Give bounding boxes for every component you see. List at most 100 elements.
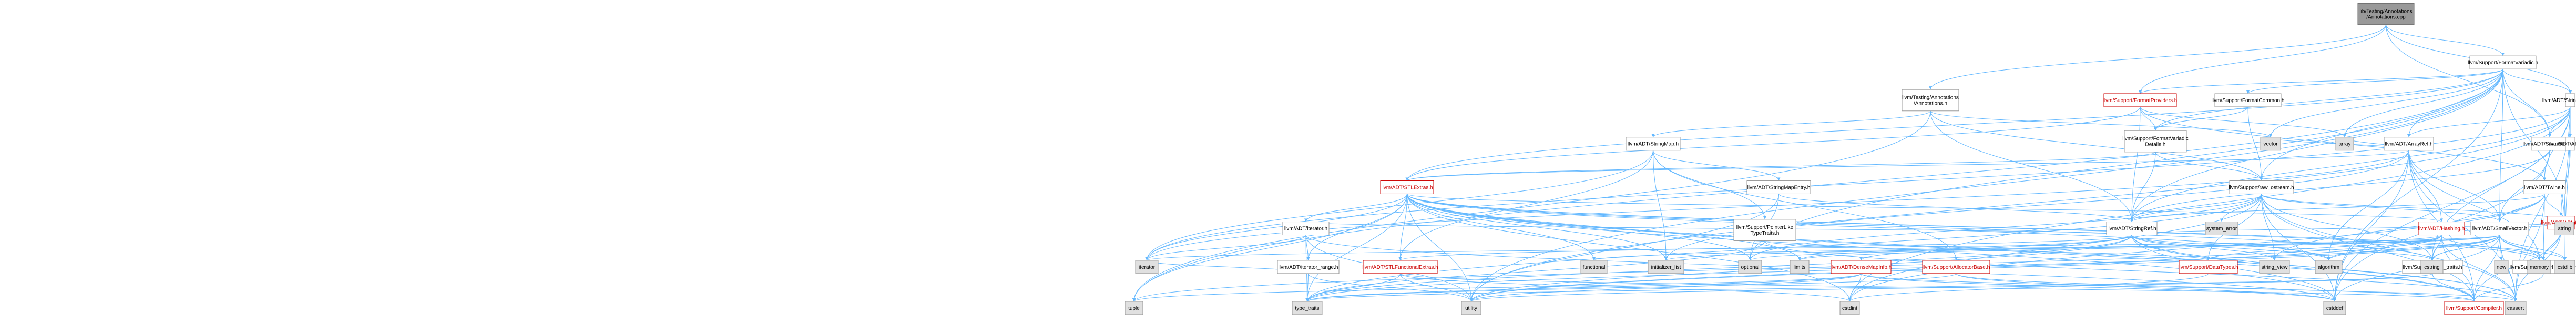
node-datatypes[interactable]: llvm/Support/DataTypes.h bbox=[2178, 260, 2238, 274]
node-label: algorithm bbox=[2318, 265, 2339, 270]
node-label: llvm/ADT/ArrayRef.h bbox=[2385, 142, 2432, 147]
node-stringref[interactable]: llvm/ADT/StringRef.h bbox=[2106, 222, 2158, 236]
node-stlextras[interactable]: llvm/ADT/STLExtras.h bbox=[1380, 180, 1434, 194]
node-utility[interactable]: utility bbox=[1461, 301, 1481, 315]
arrowhead-arrayref-to-vector bbox=[2269, 134, 2272, 137]
node-label: llvm/Support/DataTypes.h bbox=[2178, 265, 2238, 270]
node-label: llvm/Support/Compiler.h bbox=[2446, 306, 2502, 311]
node-memory[interactable]: memory bbox=[2527, 260, 2551, 274]
node-strextras[interactable]: llvm/ADT/StringExtras.h bbox=[2542, 93, 2576, 107]
arrowhead-smallvec-to-memory bbox=[2538, 257, 2541, 260]
edge-fmtvar-to-vector bbox=[2270, 69, 2503, 137]
edge-densemap-to-tuple bbox=[1133, 273, 1862, 302]
arrowhead-smallvec-to-cstring bbox=[2430, 257, 2434, 260]
edge-smallvec-to-limits bbox=[1799, 235, 2500, 261]
node-fmtvar[interactable]: llvm/Support/FormatVariadic.h bbox=[2468, 55, 2538, 69]
node-itrange[interactable]: llvm/ADT/iterator_range.h bbox=[1277, 260, 1340, 274]
edge-arrayref-to-memory bbox=[2408, 150, 2540, 260]
node-densemap[interactable]: llvm/ADT/DenseMapInfo.h bbox=[1831, 260, 1892, 274]
node-cstdint[interactable]: cstdint bbox=[1839, 301, 1860, 315]
edge-stringmap-to-iteratorH bbox=[1147, 150, 1653, 260]
node-vector[interactable]: vector bbox=[2260, 137, 2281, 151]
node-cassert[interactable]: cassert bbox=[2505, 301, 2527, 315]
node-cstddef[interactable]: cstddef bbox=[2323, 301, 2346, 315]
node-limits[interactable]: limits bbox=[1790, 260, 1810, 274]
node-rawostream[interactable]: llvm/Support/raw_ostream.h bbox=[2229, 180, 2294, 194]
node-stringview[interactable]: string_view bbox=[2259, 260, 2290, 274]
node-cstdlib[interactable]: cstdlib bbox=[2554, 260, 2575, 274]
edge-smentry-to-utility bbox=[1471, 194, 1779, 301]
edge-smentry-to-stringref bbox=[1778, 194, 2132, 222]
node-stlfunc[interactable]: llvm/ADT/STLFunctionalExtras.h bbox=[1362, 260, 1438, 274]
arrowhead-smallvec-to-initlist bbox=[1664, 257, 1668, 260]
node-box bbox=[2357, 3, 2415, 25]
node-label: initializer_list bbox=[1651, 265, 1681, 270]
node-label: type_traits bbox=[1295, 306, 1319, 311]
node-typetraits[interactable]: type_traits bbox=[1292, 301, 1323, 315]
node-tuple[interactable]: tuple bbox=[1125, 301, 1143, 315]
node-box bbox=[1922, 260, 1990, 274]
node-sysError[interactable]: system_error bbox=[2205, 222, 2238, 236]
node-label: utility bbox=[1465, 306, 1477, 311]
edge-rawostream-to-stringref bbox=[2131, 194, 2262, 222]
edge-arrayref-to-hashing bbox=[2408, 150, 2442, 222]
arrowhead-hashing-to-optional bbox=[1749, 257, 1752, 260]
edge-fmtvar-to-array bbox=[2344, 69, 2503, 137]
edge-iterator-to-cstddef bbox=[1305, 235, 2335, 302]
edge-layer bbox=[1132, 24, 2572, 302]
node-array[interactable]: array bbox=[2335, 137, 2354, 151]
edge-fmtprov-to-fmtvardet bbox=[2140, 106, 2156, 131]
node-root[interactable]: lib/Testing/Annotations/Annotations.cpp bbox=[2357, 3, 2415, 25]
node-testann[interactable]: llvm/Testing/Annotations/Annotations.h bbox=[1902, 89, 1959, 112]
edge-stlextras-to-hashing bbox=[1407, 194, 2442, 222]
node-compiler[interactable]: llvm/Support/Compiler.h bbox=[2444, 301, 2504, 315]
node-smallvec[interactable]: llvm/ADT/SmallVector.h bbox=[2470, 222, 2529, 236]
edge-testann-to-rawostream bbox=[1930, 110, 2262, 181]
node-smallstr[interactable]: llvm/ADT/SmallString.h bbox=[2523, 137, 2576, 151]
edge-rawostream-to-string bbox=[2261, 194, 2565, 222]
node-allocbase[interactable]: llvm/Support/AllocatorBase.h bbox=[1922, 260, 1990, 274]
node-label: llvm/ADT/StringMap.h bbox=[1628, 142, 1679, 147]
node-box bbox=[2335, 137, 2354, 151]
arrowhead-smallvec-to-cstdlib bbox=[2563, 257, 2567, 260]
edge-testann-to-tuple bbox=[1133, 110, 1931, 301]
edge-itrange-to-typetraits bbox=[1307, 273, 1309, 301]
edge-typetr-to-utility bbox=[1471, 273, 2433, 302]
node-hashing[interactable]: llvm/ADT/Hashing.h bbox=[2418, 222, 2465, 236]
node-string[interactable]: string bbox=[2554, 222, 2574, 236]
node-label: optional bbox=[1741, 265, 1759, 270]
edge-strextras-to-smallstr bbox=[2549, 106, 2571, 137]
node-twine[interactable]: llvm/ADT/Twine.h bbox=[2523, 180, 2566, 194]
node-label: /Annotations.h bbox=[1914, 100, 1947, 106]
edge-densemap-to-utility bbox=[1471, 273, 1862, 302]
node-fmtprov[interactable]: llvm/Support/FormatProviders.h bbox=[2103, 93, 2178, 107]
arrowhead-strextras-to-arrayref bbox=[2407, 134, 2410, 137]
node-iterator[interactable]: llvm/ADT/iterator.h bbox=[1282, 222, 1330, 236]
node-apsint[interactable]: llvm/ADT/APSInt.h bbox=[2549, 137, 2576, 151]
node-newH[interactable]: new bbox=[2494, 260, 2509, 274]
edge-stlfunc-to-utility bbox=[1400, 273, 1471, 302]
node-cstring[interactable]: cstring bbox=[2420, 260, 2444, 274]
node-label: llvm/ADT/iterator_range.h bbox=[1279, 265, 1338, 270]
edge-twine-to-errhand bbox=[2543, 194, 2545, 260]
edge-stlfunc-to-typetraits bbox=[1307, 273, 1401, 302]
node-algorithm[interactable]: algorithm bbox=[2315, 260, 2343, 274]
node-functional[interactable]: functional bbox=[1580, 260, 1608, 274]
node-optional[interactable]: optional bbox=[1738, 260, 1762, 274]
node-box bbox=[2205, 222, 2238, 236]
node-box bbox=[1461, 301, 1481, 315]
node-label: cstring bbox=[2424, 265, 2439, 270]
arrowhead-fmtvar-to-strextras bbox=[2569, 90, 2572, 94]
node-iteratorH[interactable]: iterator bbox=[1135, 260, 1159, 274]
node-initlist[interactable]: initializer_list bbox=[1648, 260, 1684, 274]
node-fmtcommon[interactable]: llvm/Support/FormatCommon.h bbox=[2212, 93, 2285, 107]
node-arrayref[interactable]: llvm/ADT/ArrayRef.h bbox=[2384, 137, 2434, 151]
node-smentry[interactable]: llvm/ADT/StringMapEntry.h bbox=[1746, 180, 1811, 194]
edge-fmtvar-to-fmtvardet bbox=[2155, 69, 2503, 131]
node-box bbox=[2531, 137, 2569, 151]
node-box bbox=[2565, 137, 2575, 151]
node-stringmap[interactable]: llvm/ADT/StringMap.h bbox=[1626, 137, 1681, 151]
edge-fmtvar-to-arrayref bbox=[2408, 69, 2503, 137]
